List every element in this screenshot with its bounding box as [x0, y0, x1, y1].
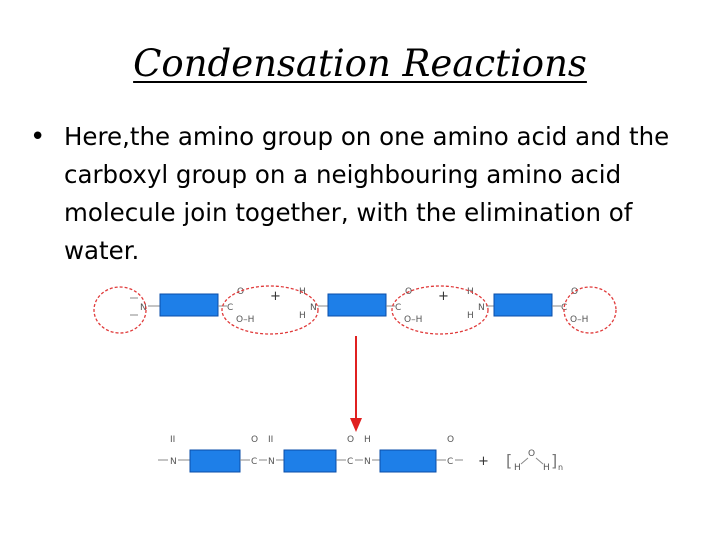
carbon-label: C	[395, 303, 401, 313]
nitrogen-label: N	[364, 457, 371, 467]
chain-block-1	[189, 449, 241, 473]
carbon-label: C	[251, 457, 257, 467]
hydroxyl-label: O–H	[404, 315, 422, 325]
nitrogen-label: N	[310, 303, 317, 313]
reaction-site-circle	[563, 286, 617, 334]
r-group-block-3	[493, 293, 553, 317]
oxygen-label: O	[251, 435, 258, 445]
subscript-label: n	[558, 463, 563, 472]
reaction-site-markers	[93, 285, 617, 335]
chain-block-2	[283, 449, 337, 473]
oxygen-label: O	[528, 449, 535, 459]
reaction-site-circle	[93, 286, 147, 334]
svg-text:]: ]	[551, 451, 557, 470]
nitrogen-label: N	[140, 303, 147, 313]
hydrogen-label: H	[364, 435, 371, 445]
bullet-point: • Here,the amino group on one amino acid…	[30, 118, 690, 270]
bond-mark: II	[170, 435, 175, 445]
reaction-arrow	[350, 336, 362, 432]
water-molecule: [ H O H ] n	[506, 449, 563, 473]
oxygen-label: O	[571, 287, 578, 297]
hydrogen-label: H	[514, 463, 521, 473]
r-group-block-1	[159, 293, 219, 317]
nitrogen-label: N	[170, 457, 177, 467]
hydrogen-label: H	[467, 311, 474, 321]
carbon-label: C	[447, 457, 453, 467]
hydroxyl-label: O–H	[570, 315, 588, 325]
amino-acid-1: N C O O–H	[130, 287, 254, 325]
reactant-row: N C O O–H + H H N C O O–H + H H N	[130, 287, 588, 325]
hydrogen-label: H	[543, 463, 550, 473]
bullet-marker: •	[30, 122, 46, 152]
svg-text:[: [	[506, 451, 512, 470]
slide-title: Condensation Reactions	[133, 42, 587, 85]
carbon-label: C	[347, 457, 353, 467]
plus-sign: +	[438, 289, 449, 304]
plus-sign: +	[270, 289, 281, 304]
nitrogen-label: N	[478, 303, 485, 313]
condensation-diagram: N C O O–H + H H N C O O–H + H H N	[93, 285, 617, 473]
r-group-block-2	[327, 293, 387, 317]
reaction-site-circle	[391, 285, 489, 335]
oxygen-label: O	[237, 287, 244, 297]
hydrogen-label: H	[299, 311, 306, 321]
hydrogen-label: H	[467, 287, 474, 297]
oxygen-label: O	[347, 435, 354, 445]
hydroxyl-label: O–H	[236, 315, 254, 325]
nitrogen-label: N	[268, 457, 275, 467]
chain-block-3	[379, 449, 437, 473]
bond-mark: II	[268, 435, 273, 445]
plus-sign: +	[478, 454, 489, 469]
carbon-label: C	[227, 303, 233, 313]
bullet-text: Here,the amino group on one amino acid a…	[64, 122, 670, 265]
amino-acid-3: H H N C O O–H	[467, 287, 588, 325]
oxygen-label: O	[447, 435, 454, 445]
reaction-site-circle	[221, 285, 319, 335]
carbon-label: C	[561, 303, 567, 313]
product-row: II N O C II N O C H N O C + [ H O H	[158, 435, 563, 473]
